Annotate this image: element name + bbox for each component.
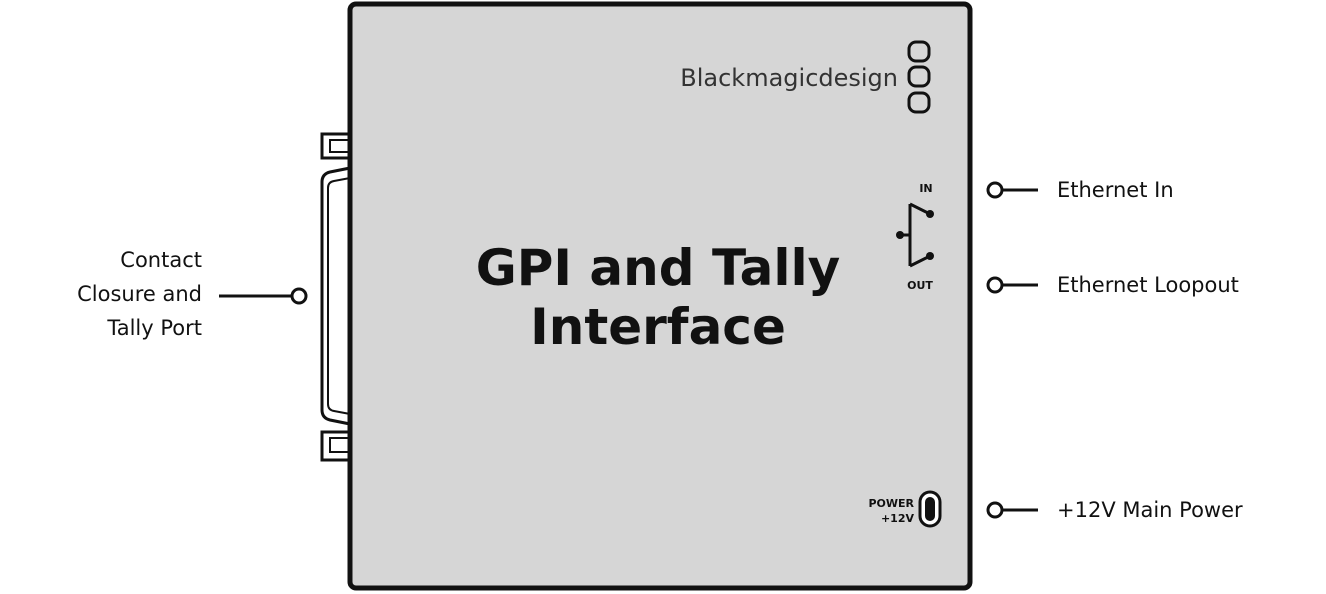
ethernet-switch-icon xyxy=(896,202,934,268)
callout-dot-icon xyxy=(986,501,1004,519)
connector-shell-inner xyxy=(327,177,351,415)
callout-dot-icon xyxy=(290,287,308,305)
power-label-line1: POWER xyxy=(868,497,914,510)
power-socket-inner xyxy=(925,497,935,521)
connector-shell xyxy=(320,166,352,426)
power-label-line2: +12V xyxy=(881,512,915,525)
callout-contact-closure xyxy=(219,287,308,305)
contact-label-line2: Closure and xyxy=(77,282,202,306)
callout-dot-icon xyxy=(986,181,1004,199)
contact-closure-connector xyxy=(320,132,352,462)
brand-logo-icon xyxy=(907,40,931,114)
port-in-label: IN xyxy=(919,182,932,195)
device-title-line1: GPI and Tally xyxy=(476,239,841,297)
ethernet-in-label: Ethernet In xyxy=(1057,178,1174,202)
port-out-label: OUT xyxy=(907,279,933,292)
contact-label-line1: Contact xyxy=(120,248,202,272)
callout-ethernet-loopout xyxy=(986,276,1038,294)
ethernet-loopout-label: Ethernet Loopout xyxy=(1057,273,1239,297)
main-power-label: +12V Main Power xyxy=(1057,498,1243,522)
connector-bottom-screw xyxy=(329,437,351,453)
callout-dot-icon xyxy=(986,276,1004,294)
brand-wordmark: Blackmagicdesign xyxy=(680,64,898,92)
device-title-line2: Interface xyxy=(530,298,786,356)
contact-label-line3: Tally Port xyxy=(106,316,202,340)
connector-top-screw xyxy=(329,139,351,153)
device-body xyxy=(347,1,973,591)
callout-ethernet-in xyxy=(986,181,1038,199)
callout-main-power xyxy=(986,501,1038,519)
